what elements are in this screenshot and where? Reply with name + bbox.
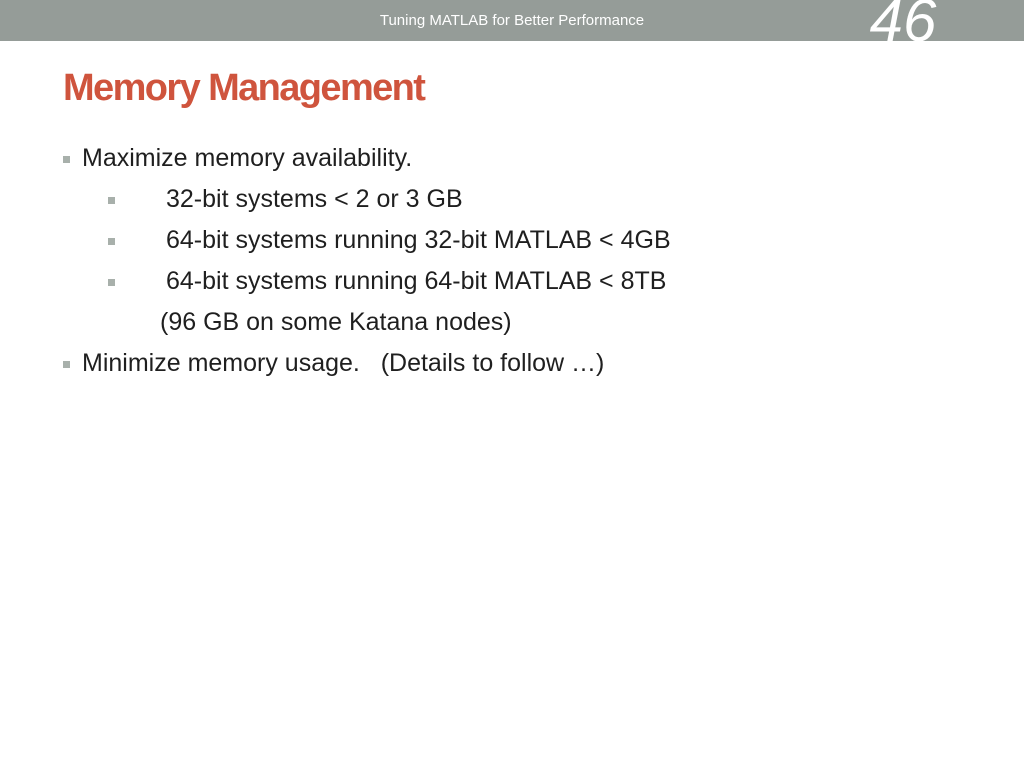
square-bullet-icon (108, 238, 115, 245)
slide-number: 46 (869, 0, 937, 41)
square-bullet-icon (108, 279, 115, 286)
bullet-item: Maximize memory availability. (82, 144, 413, 172)
sub-bullet-item: 64-bit systems running 32-bit MATLAB < 4… (166, 226, 671, 254)
square-bullet-icon (63, 156, 70, 163)
sub-bullet-item: 32-bit systems < 2 or 3 GB (166, 185, 463, 213)
slide-title: Memory Management (63, 67, 426, 109)
presentation-title: Tuning MATLAB for Better Performance (379, 12, 645, 29)
square-bullet-icon (108, 197, 115, 204)
sub-bullet-item: 64-bit systems running 64-bit MATLAB < 8… (166, 267, 667, 295)
square-bullet-icon (63, 361, 70, 368)
header-band: Tuning MATLAB for Better Performance 46 (0, 0, 1024, 41)
continuation-line: (96 GB on some Katana nodes) (160, 308, 512, 336)
bullet-item: Minimize memory usage. (Details to follo… (82, 349, 605, 377)
